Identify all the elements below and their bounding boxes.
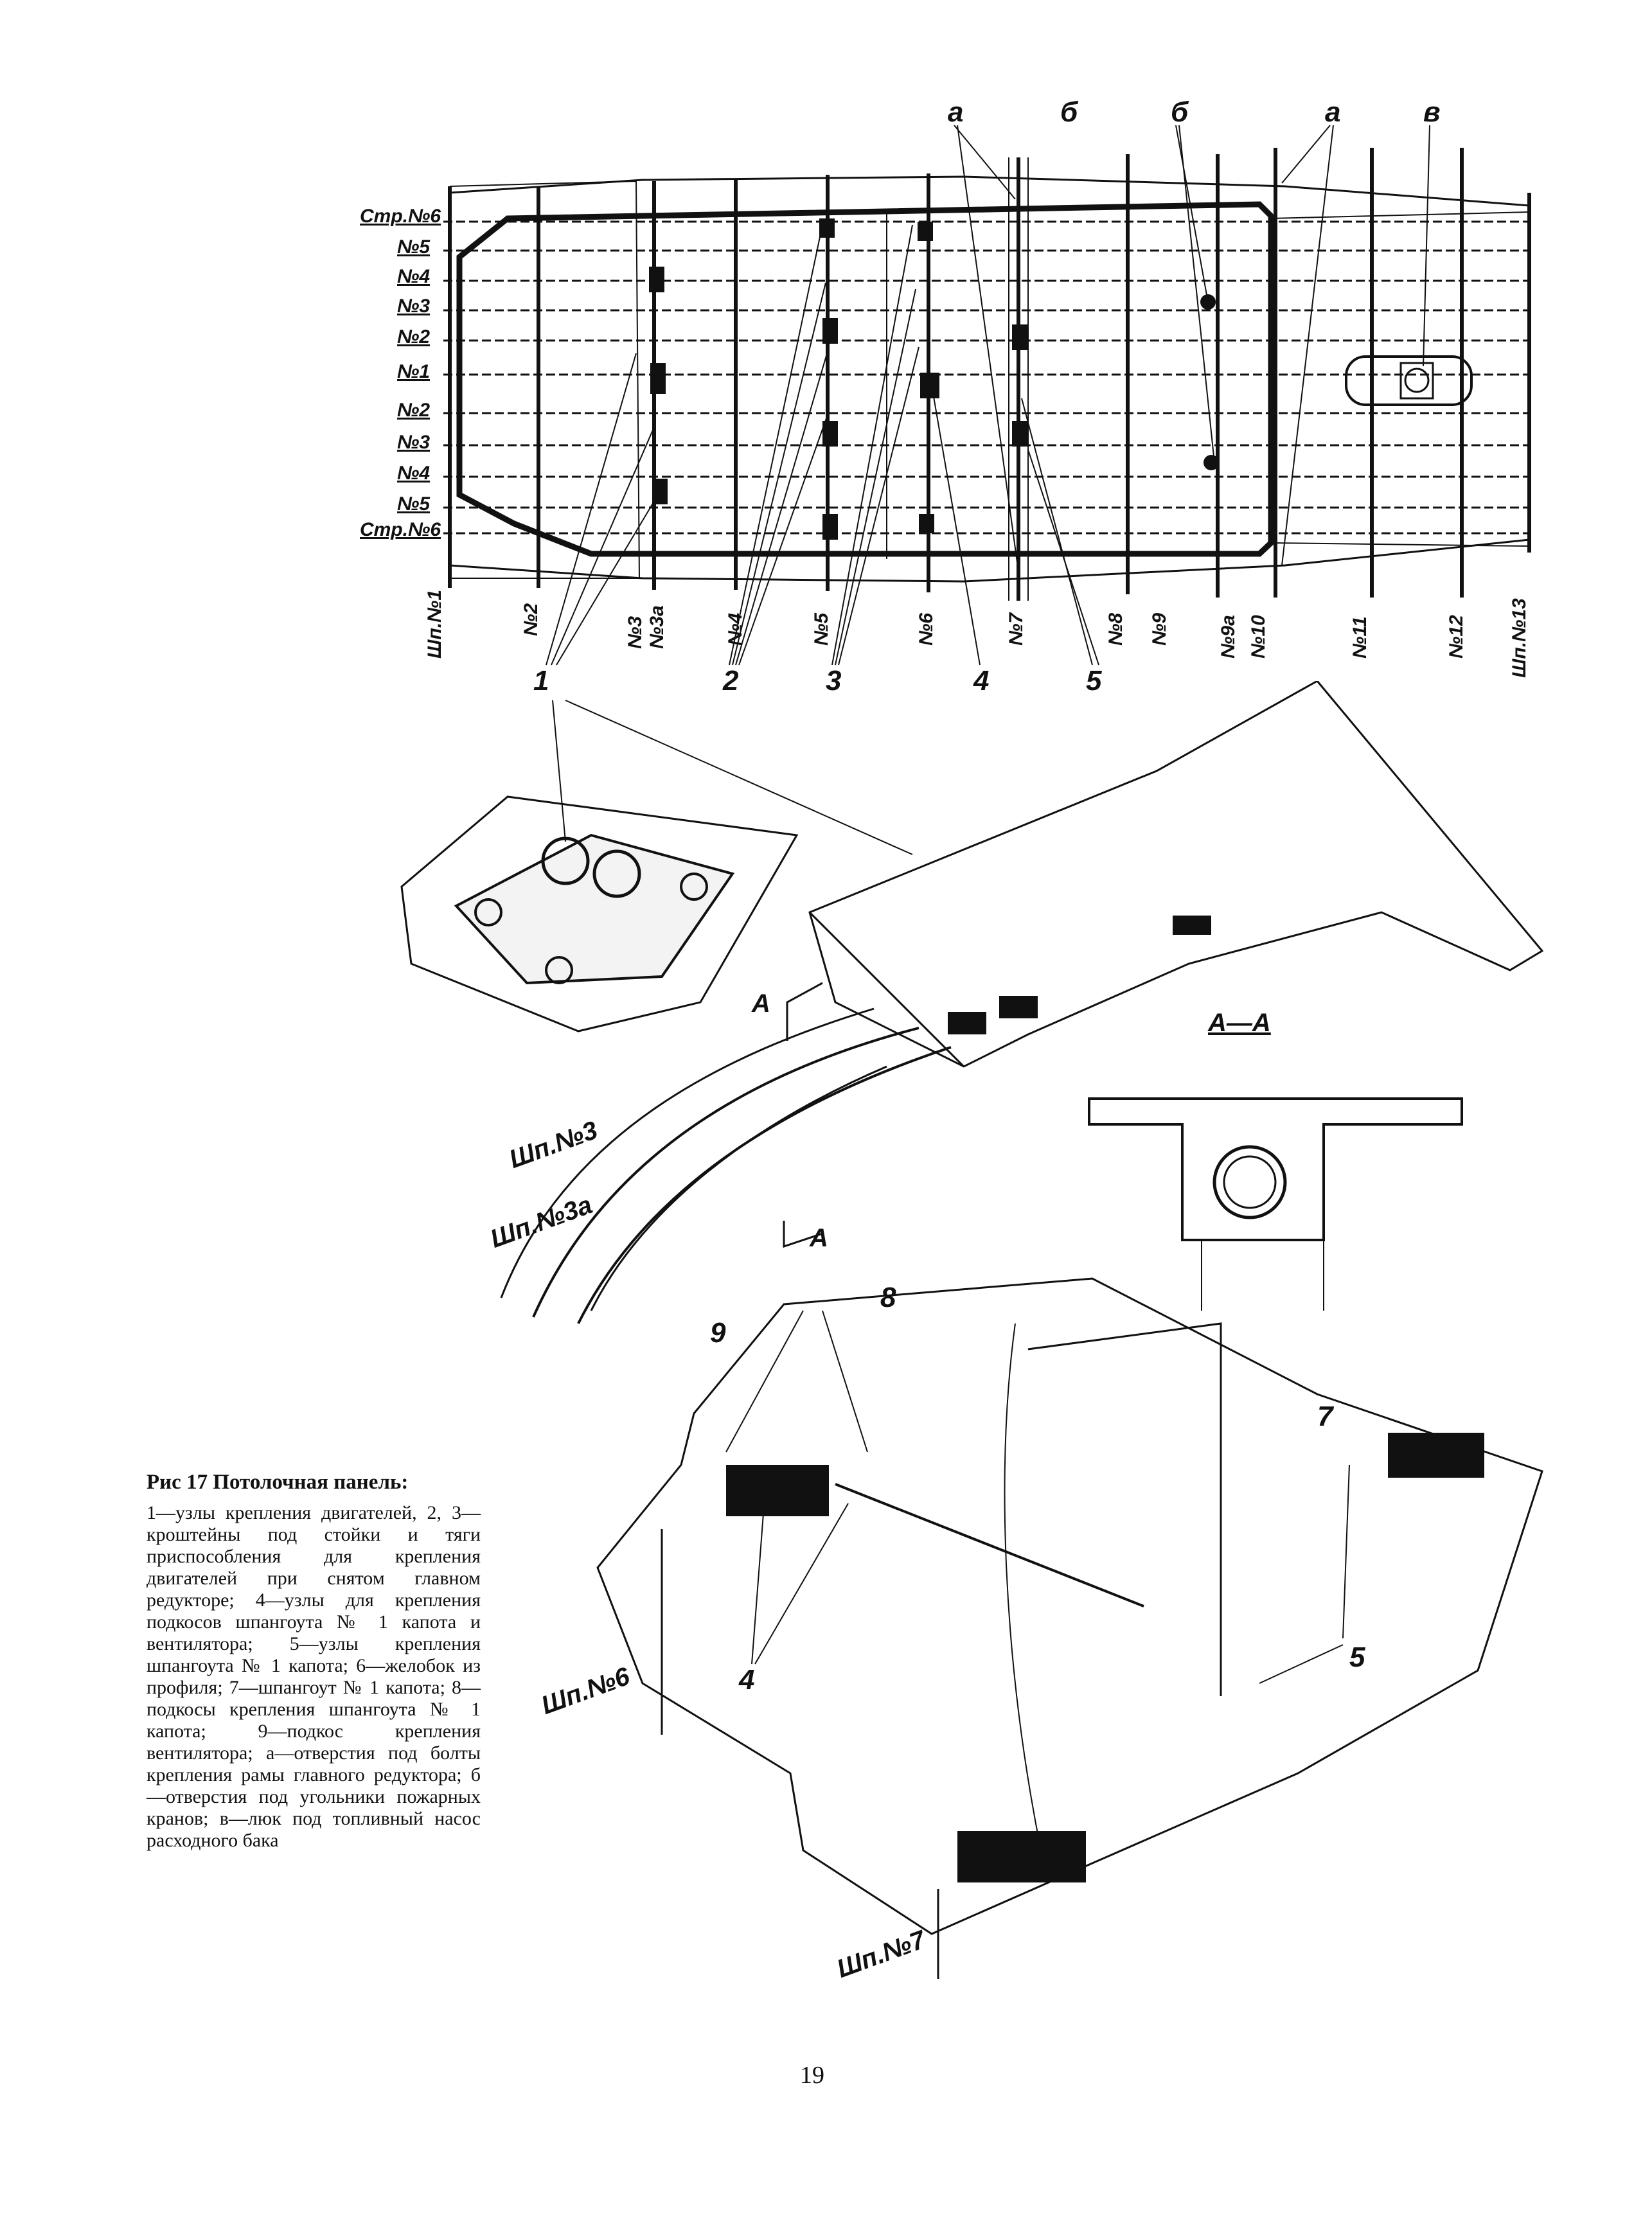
stringer-label: №5: [397, 236, 431, 258]
stringer-label: №4: [397, 266, 431, 287]
bottom-number: 5: [1086, 665, 1102, 696]
stringer-label: №1: [397, 361, 431, 382]
frame-label: №3: [625, 615, 646, 649]
top-letter: а: [1325, 96, 1341, 128]
node-9-label: 9: [710, 1317, 726, 1349]
arrow-a-bottom: А: [810, 1224, 828, 1252]
bottom-detail-drawing: [596, 1277, 1543, 1979]
frame-label: №7: [1006, 612, 1027, 646]
frame-label: №2: [520, 603, 542, 636]
bottom-number: 4: [973, 665, 990, 696]
bottom-number: 1: [533, 665, 549, 696]
stringer-label: №3: [397, 296, 431, 317]
bottom-detail: Шп.№6 Шп.№7 4 5 7 8 9: [0, 1272, 1652, 1983]
section-label: А—А: [1208, 1009, 1271, 1037]
node-5-label: 5: [1349, 1642, 1365, 1673]
stringer-label: Стр.№6: [360, 206, 441, 227]
plan-view: Стр.№6 №5 №4 №3 №2 №1 №2 №3 №4 №5 Стр.№6…: [0, 0, 1652, 720]
stringer-label: №2: [397, 400, 431, 421]
node-4-label: 4: [739, 1664, 755, 1696]
frame-label: №12: [1446, 615, 1467, 659]
frame-label: №3а: [646, 605, 668, 649]
page-number: 19: [800, 2062, 824, 2089]
frame-label: №10: [1248, 615, 1269, 659]
stringer-label: Стр.№6: [360, 519, 441, 540]
plan-view-drawing: [443, 125, 1531, 666]
stringer-label: №4: [397, 463, 431, 484]
caption-body: 1—узлы крепления двигателей, 2, 3—кроште…: [147, 1502, 481, 1851]
detail-views: 1 А А А—А Шп.№3 Шп.№3а: [0, 681, 1652, 1388]
bottom-number: 3: [826, 665, 842, 696]
frame-label: Шп.№13: [1509, 598, 1530, 678]
frame-label: №11: [1349, 616, 1371, 659]
stringer-label: №5: [397, 493, 431, 515]
stringer-label: №2: [397, 326, 431, 348]
frame-label: №8: [1105, 612, 1126, 646]
caption-title: Рис 17 Потолочная панель:: [147, 1471, 409, 1494]
figure-caption: Рис 17 Потолочная панель: 1—узлы креплен…: [147, 1471, 481, 1852]
top-letter: б: [1060, 96, 1078, 128]
frame-label: №4: [725, 612, 746, 646]
bottom-number: 2: [723, 665, 739, 696]
frame-label: Шп.№1: [424, 589, 445, 659]
arrow-a-top: А: [752, 989, 770, 1018]
frame-label: №9а: [1218, 615, 1239, 659]
top-letter: в: [1423, 96, 1441, 128]
top-letter: а: [948, 96, 964, 128]
frame-label: №6: [916, 612, 937, 646]
node-8-label: 8: [880, 1282, 896, 1313]
detail-drawing: [400, 681, 1544, 1324]
stringer-label: №3: [397, 432, 431, 453]
frame-label: №5: [811, 612, 832, 646]
node-7-label: 7: [1317, 1401, 1333, 1432]
top-letter: б: [1171, 96, 1189, 128]
frame-label: №9: [1149, 612, 1170, 646]
